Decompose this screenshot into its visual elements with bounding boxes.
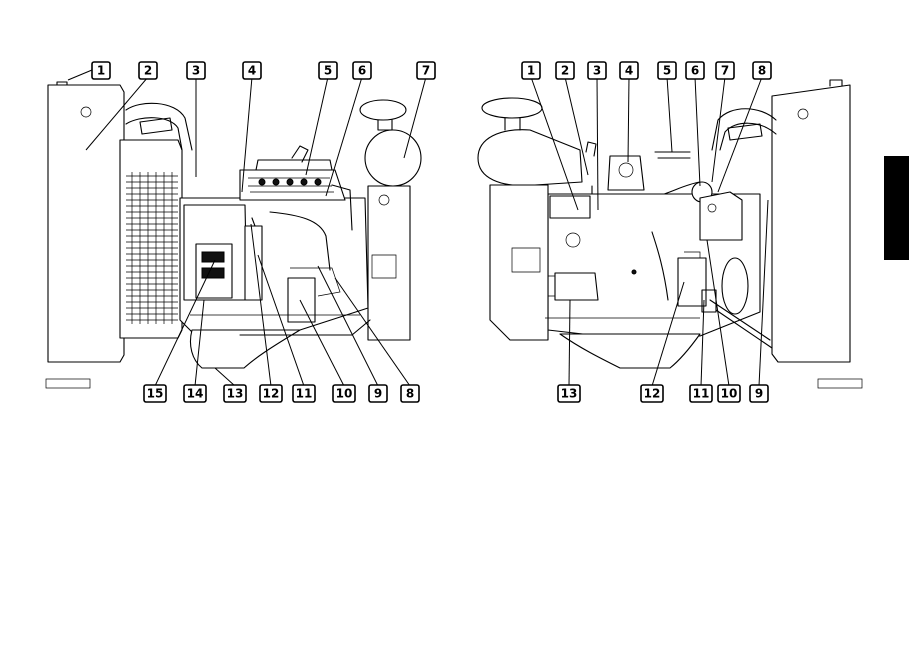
right-engine-view [477, 79, 863, 389]
svg-text:4: 4 [248, 64, 256, 78]
svg-text:8: 8 [406, 387, 414, 401]
left-callout-3: 3 [186, 61, 206, 80]
right-callout-8: 8 [752, 61, 772, 80]
svg-text:1: 1 [97, 64, 105, 78]
svg-text:1: 1 [527, 64, 535, 78]
left-callout-9: 9 [368, 384, 388, 403]
svg-text:5: 5 [324, 64, 332, 78]
svg-text:11: 11 [693, 387, 710, 401]
svg-text:2: 2 [144, 64, 152, 78]
svg-text:7: 7 [422, 64, 430, 78]
svg-text:9: 9 [374, 387, 382, 401]
right-callout-7: 7 [715, 61, 735, 80]
right-callouts: 1 2 3 4 5 6 7 8 9 10 11 12 13 [521, 61, 772, 403]
svg-text:6: 6 [358, 64, 366, 78]
left-callouts: 1 2 3 4 5 6 7 8 9 10 11 12 13 14 15 [91, 61, 436, 403]
right-callout-1: 1 [521, 61, 541, 80]
right-callout-6: 6 [685, 61, 705, 80]
svg-text:15: 15 [147, 387, 164, 401]
right-callout-11: 11 [689, 384, 713, 403]
left-callout-4: 4 [242, 61, 262, 80]
left-callout-7: 7 [416, 61, 436, 80]
section-tab [884, 156, 909, 260]
left-engine-view [45, 81, 422, 389]
right-callout-3: 3 [587, 61, 607, 80]
left-callout-11: 11 [292, 384, 316, 403]
svg-text:10: 10 [721, 387, 738, 401]
right-callout-10: 10 [717, 384, 741, 403]
left-callout-13: 13 [223, 384, 247, 403]
right-callout-9: 9 [749, 384, 769, 403]
svg-text:13: 13 [561, 387, 578, 401]
svg-text:13: 13 [227, 387, 244, 401]
left-callout-1: 1 [91, 61, 111, 80]
right-callout-5: 5 [657, 61, 677, 80]
svg-text:2: 2 [561, 64, 569, 78]
left-callout-5: 5 [318, 61, 338, 80]
left-callout-6: 6 [352, 61, 372, 80]
svg-text:12: 12 [263, 387, 280, 401]
right-callout-4: 4 [619, 61, 639, 80]
left-callout-2: 2 [138, 61, 158, 80]
leader-lines [67, 69, 769, 387]
svg-text:7: 7 [721, 64, 729, 78]
right-callout-2: 2 [555, 61, 575, 80]
svg-text:3: 3 [192, 64, 200, 78]
left-callout-14: 14 [183, 384, 207, 403]
left-callout-8: 8 [400, 384, 420, 403]
svg-text:5: 5 [663, 64, 671, 78]
svg-text:3: 3 [593, 64, 601, 78]
svg-text:4: 4 [625, 64, 633, 78]
svg-text:6: 6 [691, 64, 699, 78]
svg-text:14: 14 [187, 387, 204, 401]
left-callout-10: 10 [332, 384, 356, 403]
right-callout-12: 12 [640, 384, 664, 403]
svg-text:9: 9 [755, 387, 763, 401]
right-callout-13: 13 [557, 384, 581, 403]
left-callout-12: 12 [259, 384, 283, 403]
svg-text:11: 11 [296, 387, 313, 401]
svg-text:12: 12 [644, 387, 661, 401]
left-callout-15: 15 [143, 384, 167, 403]
svg-text:8: 8 [758, 64, 766, 78]
svg-text:10: 10 [336, 387, 353, 401]
